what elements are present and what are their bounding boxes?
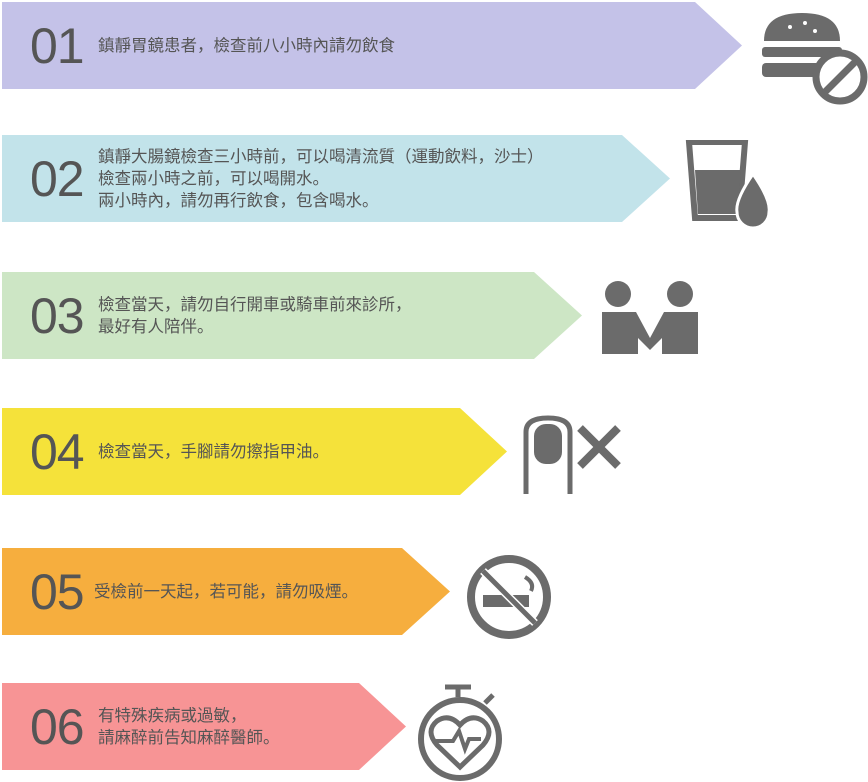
step-number: 04 — [30, 423, 85, 480]
step-06-banner: 06 有特殊疾病或過敏，請麻醉前告知麻醉醫師。 — [2, 683, 406, 770]
step-text: 檢查當天，請勿自行開車或騎車前來診所， — [98, 294, 412, 314]
step-05-banner: 05 受檢前一天起，若可能，請勿吸煙。 — [2, 548, 450, 635]
step-number: 06 — [30, 698, 85, 755]
step-number: 05 — [30, 563, 85, 620]
step-number: 02 — [30, 150, 85, 207]
step-01-banner: 01 鎮靜胃鏡患者，檢查前八小時內請勿飲食 — [2, 2, 742, 89]
step-text: 請麻醉前告知麻醉醫師。 — [98, 727, 280, 747]
burger-no-icon — [762, 13, 868, 105]
companion-people-icon — [602, 281, 698, 354]
step-text: 兩小時內，請勿再行飲食，包含喝水。 — [98, 190, 379, 210]
step-02-banner: 02 鎮靜大腸鏡檢查三小時前，可以喝清流質（運動飲料，沙士）檢查兩小時之前，可以… — [2, 135, 670, 222]
no-nail-polish-icon — [523, 415, 621, 494]
water-glass-drop-icon — [685, 140, 771, 230]
step-number: 03 — [30, 287, 85, 344]
heart-stopwatch-icon — [418, 684, 502, 781]
step-03-banner: 03 檢查當天，請勿自行開車或騎車前來診所，最好有人陪伴。 — [2, 272, 582, 359]
no-smoking-icon — [467, 555, 551, 639]
step-number: 01 — [30, 17, 85, 74]
step-text: 鎮靜胃鏡患者，檢查前八小時內請勿飲食 — [98, 35, 395, 55]
step-text: 有特殊疾病或過敏， — [98, 705, 247, 725]
step-text: 受檢前一天起，若可能，請勿吸煙。 — [94, 581, 358, 601]
step-text: 最好有人陪伴。 — [98, 316, 214, 336]
step-text: 檢查兩小時之前，可以喝開水。 — [98, 168, 329, 188]
step-text: 鎮靜大腸鏡檢查三小時前，可以喝清流質（運動飲料，沙士） — [98, 146, 544, 166]
step-text: 檢查當天，手腳請勿擦指甲油。 — [98, 441, 329, 461]
step-04-banner: 04 檢查當天，手腳請勿擦指甲油。 — [2, 408, 507, 495]
